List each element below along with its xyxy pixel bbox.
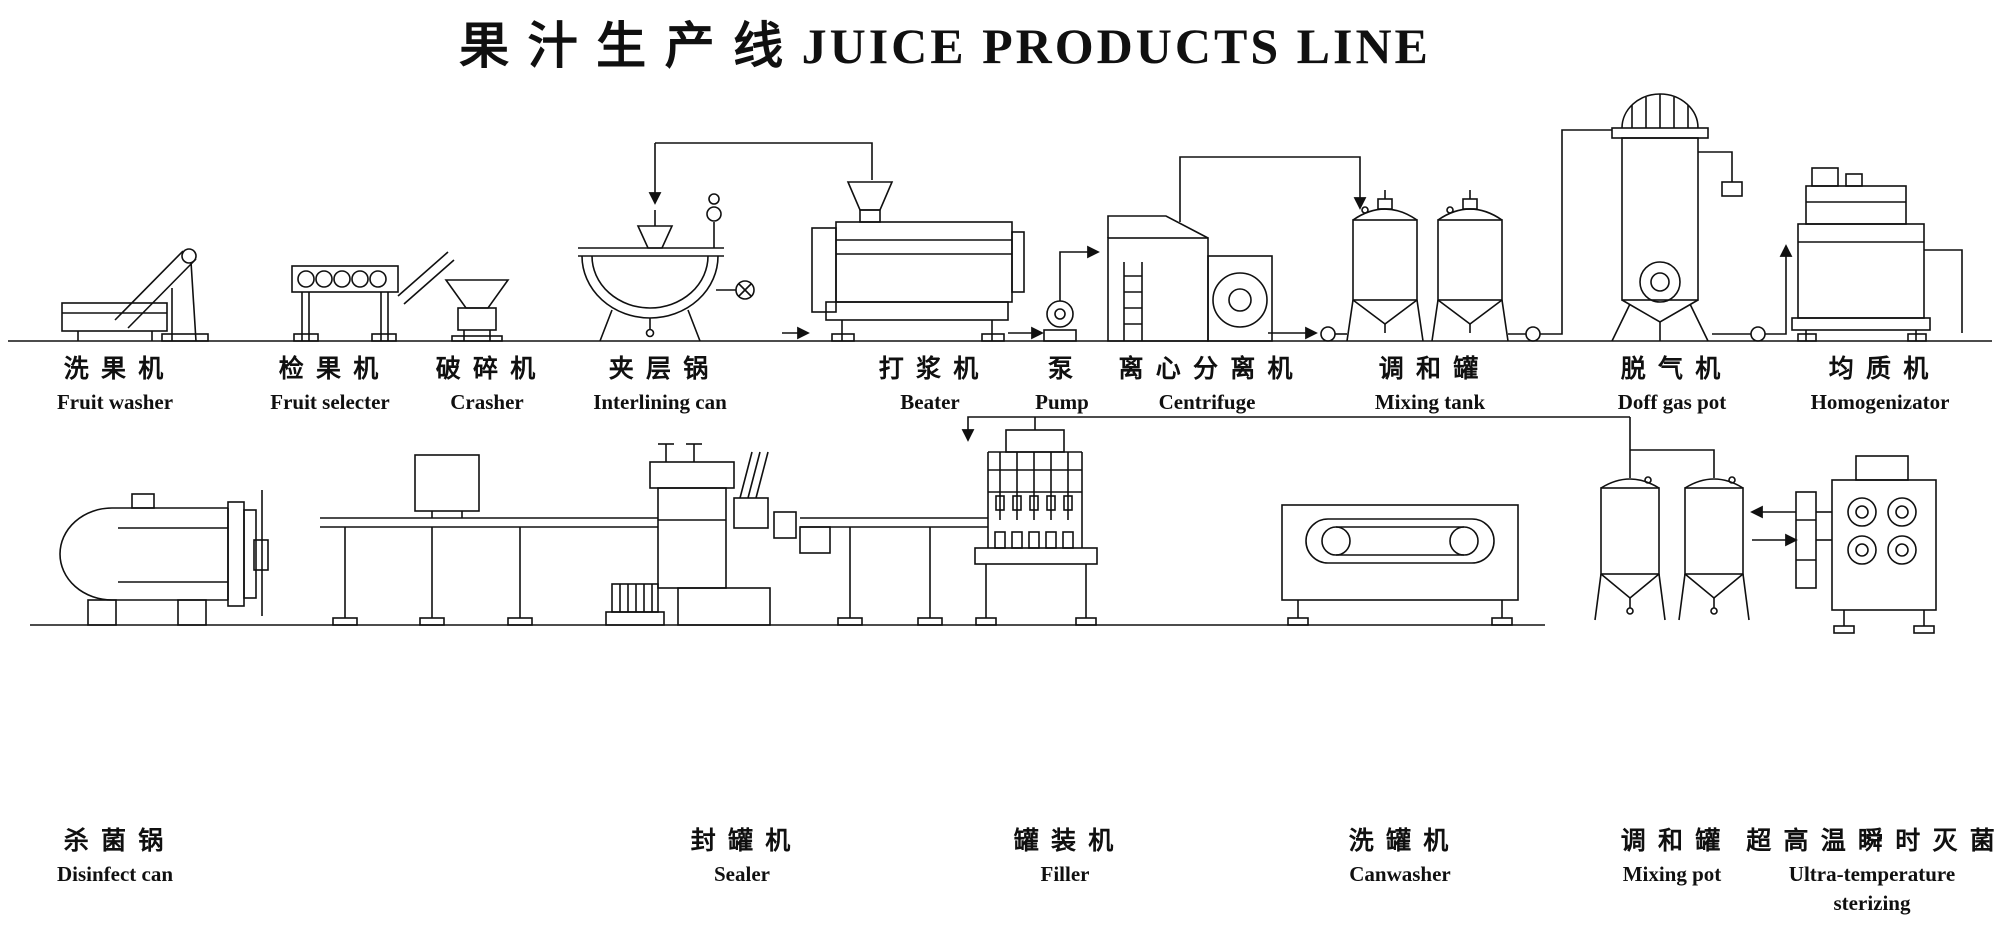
crasher-drawing	[444, 279, 510, 342]
label-beater-zh: 打 浆 机	[878, 356, 982, 383]
label-filler-en: Filler	[1040, 861, 1090, 886]
label-doff-gas-pot-zh: 脱 气 机	[1620, 356, 1724, 383]
pipe-to-homogenizer	[1765, 244, 1793, 335]
label-uht-sterilizer: 超 高 温 瞬 时 灭 菌 Ultra-temperature sterizin…	[1746, 828, 1998, 915]
label-fruit-washer-en: Fruit washer	[56, 389, 174, 414]
pipe-tank-to-doff-pot	[1540, 129, 1612, 335]
label-homogenizer-en: Homogenizator	[1810, 389, 1950, 414]
sealer-drawing	[605, 443, 797, 626]
label-canwasher: 洗 罐 机 Canwasher	[1349, 828, 1452, 886]
label-canwasher-en: Canwasher	[1349, 861, 1451, 886]
fruit-washer-drawing	[61, 248, 209, 342]
label-uht-sterilizer-en2: sterizing	[1833, 890, 1911, 915]
pipe-pot-to-filler	[961, 416, 1630, 442]
pump-drawing	[1043, 300, 1077, 342]
label-mixing-tank-en: Mixing tank	[1374, 389, 1486, 414]
canwasher-drawing	[1281, 504, 1519, 626]
label-fruit-selecter-zh: 检 果 机	[278, 356, 382, 383]
label-disinfect-can: 杀 菌 锅 Disinfect can	[57, 828, 173, 886]
label-canwasher-zh: 洗 罐 机	[1348, 828, 1452, 855]
label-interlining-can-en: Interlining can	[593, 389, 727, 414]
label-doff-gas-pot-en: Doff gas pot	[1617, 389, 1727, 414]
label-mixing-pot-zh: 调 和 罐	[1620, 828, 1724, 855]
filler-drawing	[974, 429, 1098, 626]
page-title: 果 汁 生 产 线 JUICE PRODUCTS LINE	[459, 18, 1431, 74]
label-interlining-can-zh: 夹 层 锅	[608, 356, 712, 383]
mixing-pot-drawing	[1594, 417, 1750, 621]
label-mixing-pot: 调 和 罐 Mixing pot	[1621, 828, 1724, 886]
label-mixing-tank-zh: 调 和 罐	[1378, 356, 1482, 383]
pipe-pump-to-centrifuge	[1059, 245, 1100, 301]
label-disinfect-can-en: Disinfect can	[56, 861, 174, 886]
doff-gas-pot-drawing	[1611, 93, 1743, 342]
pipe-homogenizer-out	[1924, 249, 1963, 333]
label-interlining-can: 夹 层 锅 Interlining can	[593, 356, 727, 414]
fruit-selecter-drawing	[291, 251, 455, 342]
label-crasher-zh: 破 碎 机	[435, 356, 539, 383]
label-filler: 罐 装 机 Filler	[1014, 828, 1117, 886]
centrifuge-drawing	[1107, 215, 1273, 342]
pipe-pot-interconnect	[1630, 449, 1715, 478]
homogenizer-drawing	[1791, 167, 1931, 342]
label-fruit-selecter-en: Fruit selecter	[270, 389, 390, 414]
label-crasher-en: Crasher	[450, 389, 524, 414]
pipe-to-beater-hopper	[655, 142, 873, 180]
beater-drawing	[811, 181, 1025, 342]
label-beater-en: Beater	[900, 389, 960, 414]
bottom-row-pipes	[961, 416, 1798, 547]
pipe-centrifuge-to-mixing-tank	[1179, 156, 1367, 222]
conveyor-drawing	[320, 454, 988, 626]
label-crasher: 破 碎 机 Crasher	[436, 356, 539, 414]
mixing-tank-drawing	[1346, 190, 1509, 342]
sealer-motor	[611, 583, 659, 613]
uht-sterilizer-drawing	[1795, 455, 1937, 634]
disinfect-can-drawing	[59, 490, 269, 626]
label-doff-gas-pot: 脱 气 机 Doff gas pot	[1618, 356, 1727, 414]
label-homogenizer-zh: 均 质 机	[1828, 356, 1932, 383]
label-uht-sterilizer-zh: 超 高 温 瞬 时 灭 菌	[1746, 828, 1998, 855]
label-centrifuge: 离 心 分 离 机 Centrifuge	[1118, 356, 1295, 414]
inline-pump-1	[1320, 326, 1336, 342]
label-pump-zh: 泵	[1047, 356, 1076, 383]
label-filler-zh: 罐 装 机	[1013, 828, 1117, 855]
label-fruit-selecter: 检 果 机 Fruit selecter	[270, 356, 390, 414]
top-row-pipes	[648, 129, 1963, 342]
label-homogenizer: 均 质 机 Homogenizator	[1811, 356, 1950, 414]
inline-pump-3	[1750, 326, 1766, 342]
label-pump: 泵 Pump	[1035, 356, 1089, 414]
label-centrifuge-en: Centrifuge	[1158, 389, 1256, 414]
label-beater: 打 浆 机 Beater	[879, 356, 982, 414]
label-disinfect-can-zh: 杀 菌 锅	[63, 828, 167, 855]
label-uht-sterilizer-en: Ultra-temperature	[1788, 861, 1956, 886]
label-fruit-washer: 洗 果 机 Fruit washer	[57, 356, 173, 414]
label-mixing-pot-en: Mixing pot	[1622, 861, 1722, 886]
label-fruit-washer-zh: 洗 果 机	[63, 356, 167, 383]
label-sealer-zh: 封 罐 机	[690, 828, 794, 855]
interlining-can-drawing	[578, 193, 755, 342]
label-centrifuge-zh: 离 心 分 离 机	[1118, 356, 1296, 383]
inline-pump-2	[1525, 326, 1541, 342]
label-sealer: 封 罐 机 Sealer	[691, 828, 794, 886]
label-mixing-tank: 调 和 罐 Mixing tank	[1375, 356, 1485, 414]
label-sealer-en: Sealer	[714, 861, 770, 886]
label-pump-en: Pump	[1035, 389, 1089, 414]
check-weigher-box	[414, 454, 480, 512]
